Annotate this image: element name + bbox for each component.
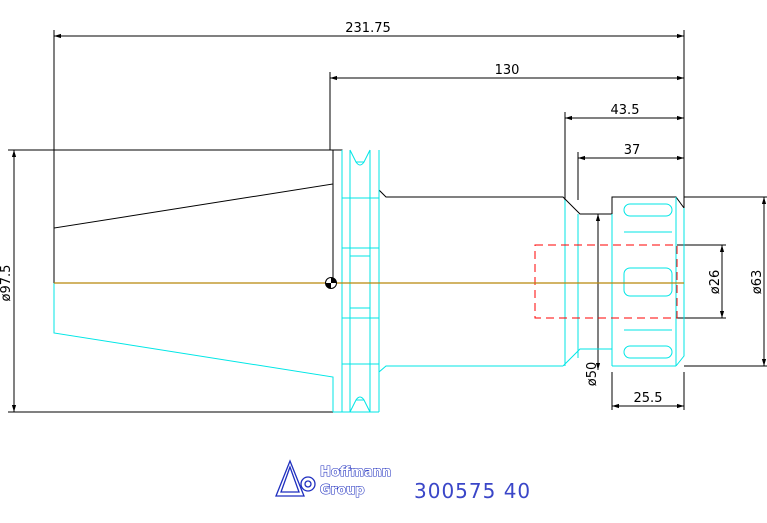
nut-inner-label: 37 — [624, 143, 641, 158]
hidden-bore — [534, 244, 678, 319]
dimension-lines — [8, 30, 767, 413]
collet-bore-label: ø26 — [708, 270, 723, 295]
part-number: 300575 40 — [414, 479, 531, 503]
upper-section-outline — [53, 149, 685, 283]
nut-tail-label: 25.5 — [634, 391, 663, 406]
taper-diameter-label: ø97.5 — [0, 265, 14, 302]
gauge-point-symbol — [325, 277, 337, 289]
nut-diameter-label: ø63 — [750, 270, 765, 295]
holder-body — [53, 149, 685, 413]
nut-length-label: 43.5 — [611, 103, 640, 118]
flange-length-label: 130 — [495, 63, 520, 78]
body-diameter-label: ø50 — [585, 362, 600, 387]
logo-line2: Group — [320, 483, 365, 498]
hoffmann-group-logo: Hoffmann Group — [275, 459, 392, 499]
logo-line1: Hoffmann — [320, 465, 391, 480]
logo-mark-icon — [275, 459, 316, 497]
overall-length-label: 231.75 — [345, 21, 391, 36]
